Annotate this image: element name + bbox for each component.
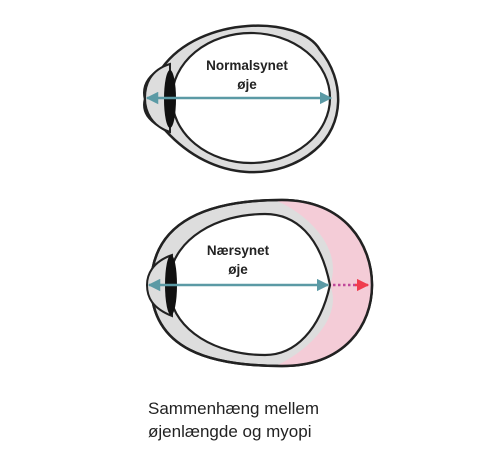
myopic-eye-label-line1: Nærsynet: [206, 243, 270, 258]
caption-line2: øjenlængde og myopi: [148, 422, 312, 441]
myopic-eye-label: Nærsynet øje: [168, 241, 308, 279]
normal-eye: [143, 24, 340, 174]
myopic-eye-label-line2: øje: [228, 262, 248, 277]
myopic-eye-outline-overlay: [149, 198, 374, 368]
normal-eye-label-line2: øje: [237, 77, 257, 92]
myopic-eye-elongation-zone: [260, 200, 372, 366]
diagram-caption: Sammenhæng mellem øjenlængde og myopi: [148, 397, 408, 443]
normal-eye-label: Normalsynet øje: [177, 56, 317, 94]
myopic-eye: [145, 198, 374, 368]
caption-line1: Sammenhæng mellem: [148, 399, 320, 418]
normal-eye-label-line1: Normalsynet: [206, 58, 288, 73]
